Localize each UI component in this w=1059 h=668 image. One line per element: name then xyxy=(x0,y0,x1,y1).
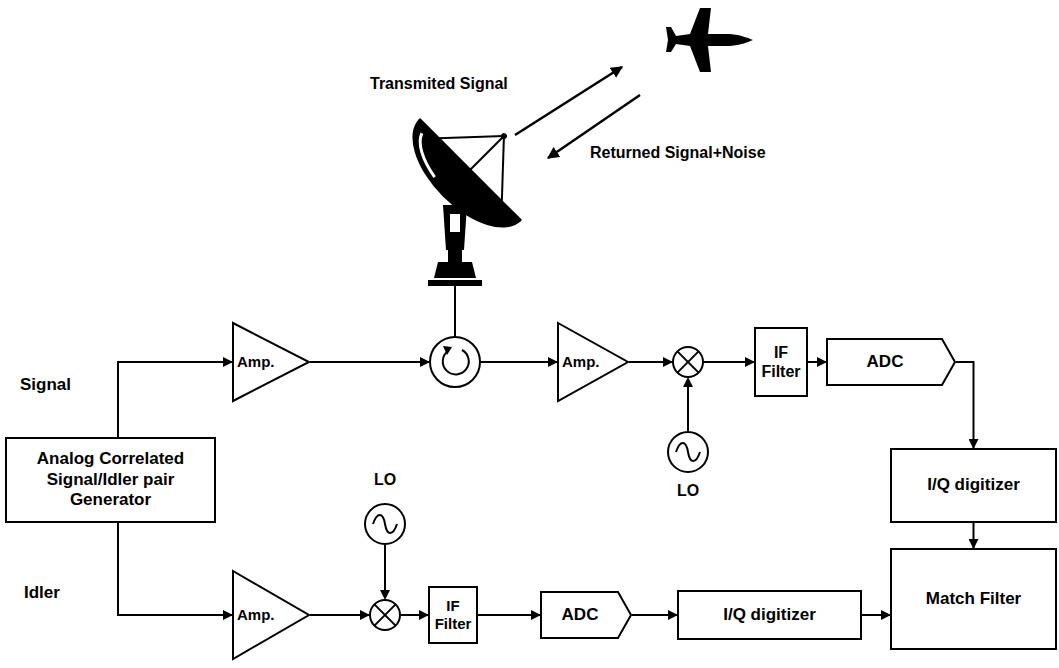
amplifier-symbol: Amp. xyxy=(232,322,310,402)
annotation-label: Transmited Signal xyxy=(368,75,510,93)
node-label: Analog Correlated Signal/Idler pair Gene… xyxy=(7,449,214,510)
process-box: I/Q digitizer xyxy=(677,590,862,640)
connector xyxy=(118,362,232,437)
connector xyxy=(632,614,677,616)
process-box: I/Q digitizer xyxy=(890,448,1057,523)
transmit-arrow xyxy=(515,67,622,135)
mixer-symbol xyxy=(360,545,400,630)
process-box: IF Filter xyxy=(754,327,808,397)
adc-symbol: ADC xyxy=(540,591,632,639)
connector xyxy=(118,523,232,615)
circulator-symbol xyxy=(420,337,480,387)
node-label: I/Q digitizer xyxy=(720,605,819,625)
node-label: Match Filter xyxy=(923,589,1024,609)
connector xyxy=(973,523,975,548)
process-box: IF Filter xyxy=(428,586,478,644)
jet-icon xyxy=(666,8,753,72)
connector xyxy=(862,614,890,616)
oscillator-symbol: LO xyxy=(663,430,713,502)
connector xyxy=(808,361,826,363)
node-label: Amp. xyxy=(237,353,275,371)
node-label: I/Q digitizer xyxy=(924,475,1023,495)
mixer-symbol xyxy=(663,347,703,432)
process-box: Analog Correlated Signal/Idler pair Gene… xyxy=(5,437,216,523)
adc-symbol: ADC xyxy=(826,338,956,386)
node-label: Amp. xyxy=(237,606,275,624)
node-label: LO xyxy=(663,481,713,500)
amplifier-symbol: Amp. xyxy=(557,322,629,402)
signal-name: Signal xyxy=(18,375,73,395)
connector xyxy=(956,362,974,448)
node-label: IF Filter xyxy=(430,597,476,633)
connector xyxy=(478,614,540,616)
process-box: Match Filter xyxy=(890,548,1057,650)
signal-name: Idler xyxy=(22,583,62,603)
node-label: ADC xyxy=(540,605,620,625)
node-label: Amp. xyxy=(562,353,600,371)
node-label: ADC xyxy=(826,352,944,372)
dish-antenna xyxy=(392,83,557,337)
amplifier-symbol: Amp. xyxy=(232,570,310,660)
node-label: IF Filter xyxy=(756,343,806,381)
node-label: LO xyxy=(360,470,410,489)
oscillator-symbol: LO xyxy=(360,470,410,546)
annotation-label: Returned Signal+Noise xyxy=(588,144,768,162)
